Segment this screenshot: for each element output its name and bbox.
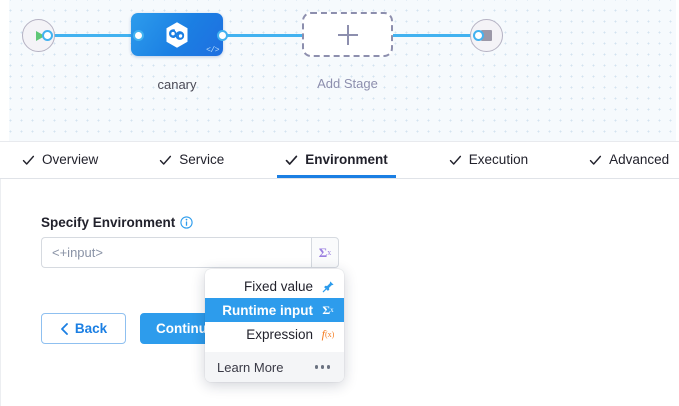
- environment-input-group: Σx: [41, 237, 339, 268]
- harness-hexagon-icon: [166, 21, 188, 48]
- tab-service[interactable]: Service: [159, 142, 224, 178]
- tab-gap: [388, 142, 449, 178]
- stop-icon: [481, 30, 492, 41]
- tab-advanced[interactable]: Advanced: [589, 142, 669, 178]
- field-label-text: Specify Environment: [41, 215, 176, 230]
- check-icon: [285, 155, 298, 165]
- dropdown-item-label: Expression: [246, 326, 313, 342]
- sigma-superscript: x: [327, 248, 332, 257]
- tab-gap: [528, 142, 589, 178]
- tab-environment[interactable]: Environment: [277, 142, 396, 178]
- panel-divider: [0, 179, 1, 406]
- port-end-in: [473, 30, 484, 41]
- connector-add-to-end: [392, 34, 478, 37]
- add-stage-node[interactable]: [302, 12, 393, 57]
- dropdown-footer-learn-more[interactable]: Learn More: [205, 352, 344, 382]
- stage-label-canary: canary: [157, 77, 197, 92]
- connector-canary-to-add: [222, 34, 308, 37]
- environment-input[interactable]: [41, 237, 311, 268]
- dropdown-item-label: Fixed value: [243, 278, 313, 294]
- check-icon: [160, 155, 172, 165]
- info-circle-icon[interactable]: [180, 216, 193, 229]
- canvas-left-margin: [0, 0, 9, 141]
- tab-label: Execution: [468, 152, 529, 168]
- tab-label: Advanced: [609, 152, 670, 168]
- add-stage-label: Add Stage: [317, 76, 378, 91]
- connector-start-to-canary: [42, 34, 138, 37]
- plus-icon: [337, 24, 358, 45]
- port-start-out: [42, 30, 53, 41]
- more-dots-icon[interactable]: [314, 365, 330, 369]
- tab-gap: [224, 142, 285, 178]
- port-canary-in: [133, 30, 144, 41]
- back-button[interactable]: Back: [41, 313, 126, 344]
- canvas-right-margin: [676, 0, 679, 141]
- tab-overview[interactable]: Overview: [22, 142, 98, 178]
- stage-node-canary[interactable]: </>: [131, 13, 223, 56]
- tab-label: Service: [179, 152, 225, 168]
- play-icon: [35, 30, 45, 41]
- code-badge-icon: </>: [206, 46, 219, 55]
- sigma-superscript: x: [330, 306, 334, 314]
- check-icon: [449, 155, 461, 165]
- dropdown-item-label: Runtime input: [222, 302, 313, 318]
- port-canary-out: [217, 30, 228, 41]
- sigma-symbol: Σ: [318, 244, 328, 260]
- dropdown-item-fixed-value[interactable]: Fixed value: [205, 274, 344, 298]
- fx-icon: f(x): [321, 326, 335, 341]
- pipeline-canvas[interactable]: </> canary Add Stage: [0, 0, 679, 141]
- tab-label: Overview: [42, 152, 99, 168]
- dropdown-item-expression[interactable]: Expression f(x): [205, 322, 344, 346]
- check-icon: [22, 155, 35, 165]
- specify-environment-label: Specify Environment: [41, 215, 193, 230]
- chevron-left-icon: [60, 322, 68, 335]
- tab-execution[interactable]: Execution: [449, 142, 528, 178]
- tab-label: Environment: [305, 152, 388, 168]
- check-icon: [589, 155, 602, 165]
- learn-more-label: Learn More: [217, 359, 284, 375]
- pin-icon: [321, 280, 335, 293]
- tab-gap: [98, 142, 159, 178]
- back-button-label: Back: [74, 321, 108, 336]
- sigma-symbol: Σ: [322, 302, 331, 317]
- continue-button-label: Continue: [156, 321, 215, 336]
- stage-config-tabbar: Overview Service Environment Execution A…: [0, 141, 679, 179]
